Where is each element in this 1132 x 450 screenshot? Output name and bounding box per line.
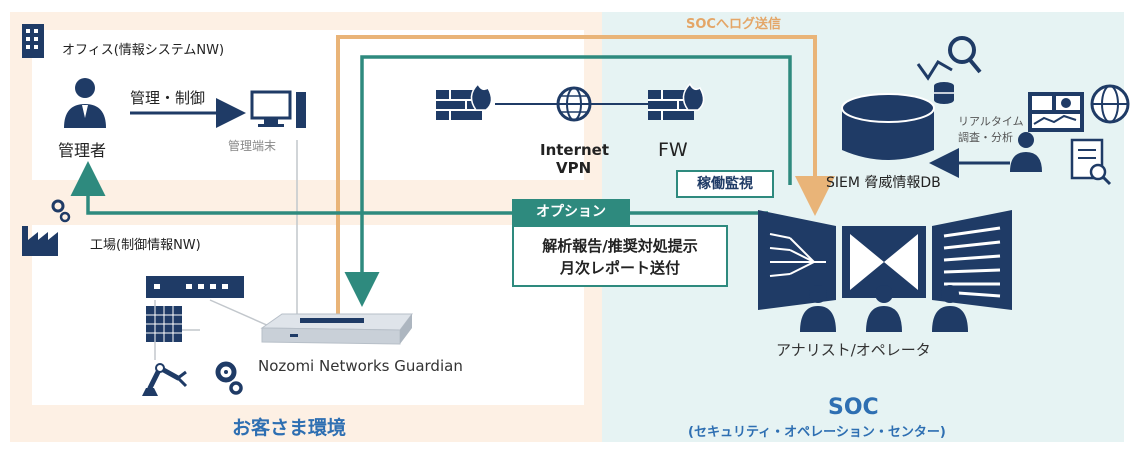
log-path	[336, 35, 835, 318]
soc-subtitle: (セキュリティ・オペレーション・センター)	[688, 425, 946, 440]
log-send-label: SOCへログ送信	[686, 17, 781, 32]
monitor-path	[344, 55, 792, 307]
soc-screens-icon	[758, 210, 1012, 310]
firewall-right-icon	[648, 82, 705, 120]
admin-label: 管理者	[58, 141, 107, 160]
server-rack-icon	[146, 306, 182, 342]
guardian-appliance-icon	[260, 313, 413, 345]
office-network-zone	[32, 30, 584, 180]
robot-arm-icon	[142, 363, 188, 396]
terminal-label: 管理端末	[228, 139, 277, 153]
terminal-pc-icon	[250, 90, 306, 128]
analyst-report-icon	[1010, 132, 1112, 186]
monitor-status-badge: 稼働監視	[676, 170, 774, 198]
analyst-label: アナリスト/オペレータ	[776, 341, 931, 359]
operator-person-icon-2	[866, 285, 902, 332]
realtime-line1: リアルタイム	[958, 115, 1024, 128]
option-tag-label: オプション	[536, 204, 606, 220]
office-network-label: オフィス(情報システムNW)	[62, 43, 225, 58]
vpn-label: VPN	[556, 159, 592, 177]
option-tag: オプション	[512, 199, 630, 225]
dashboard-monitor-icon	[1028, 92, 1084, 132]
factory-icon	[22, 199, 71, 256]
network-switch-icon	[146, 276, 244, 298]
option-detail-box: 解析報告/推奨対処提示 月次レポート送付	[512, 225, 728, 287]
guardian-label: Nozomi Networks Guardian	[258, 357, 463, 375]
trend-magnifier-icon	[916, 36, 982, 81]
control-label: 管理・制御	[130, 89, 206, 107]
operator-person-icon-3	[932, 285, 968, 332]
soc-title: SOC	[828, 395, 879, 420]
option-detail-line2: 月次レポート送付	[559, 259, 680, 277]
database-icon	[841, 93, 935, 160]
firewall-left-icon	[436, 82, 493, 120]
building-icon	[22, 24, 44, 58]
factory-network-label: 工場(制御情報NW)	[90, 238, 201, 253]
siem-label: SIEM 脅威情報DB	[826, 175, 941, 191]
small-database-icon	[934, 82, 954, 104]
globe-icon	[556, 86, 592, 122]
realtime-line2: 調査・分析	[958, 131, 1013, 144]
globe-right-icon	[1090, 84, 1130, 124]
operator-person-icon-1	[800, 285, 836, 332]
fw-label: FW	[658, 139, 688, 161]
admin-person-icon	[64, 78, 106, 128]
internet-label: Internet	[540, 141, 610, 159]
gear-icon	[215, 361, 243, 395]
monitor-status-label: 稼働監視	[697, 176, 753, 192]
option-detail-line1: 解析報告/推奨対処提示	[542, 237, 698, 255]
customer-environment-title: お客さま環境	[232, 417, 347, 439]
